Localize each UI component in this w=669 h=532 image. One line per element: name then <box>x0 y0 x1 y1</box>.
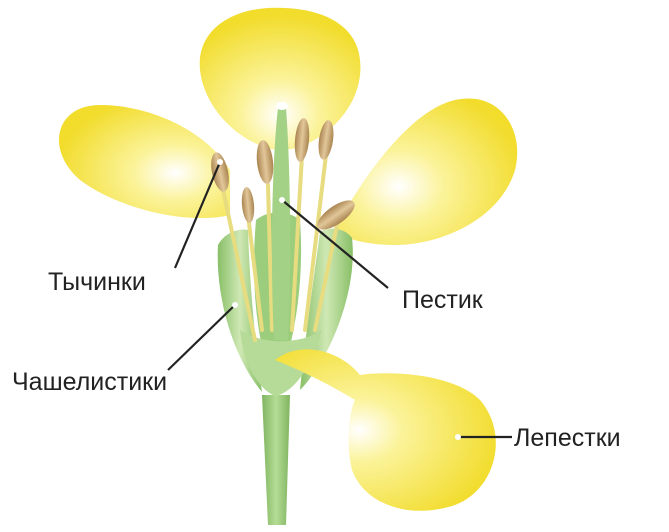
stamens-label: Тычинки <box>48 268 146 296</box>
sepals-label: Чашелистики <box>12 368 167 396</box>
petal-bottom <box>275 349 496 510</box>
pistil-stigma <box>276 102 288 110</box>
sepals-leader <box>168 305 235 370</box>
petals-label: Лепестки <box>514 424 621 452</box>
stem <box>262 395 290 525</box>
pistil-label: Пестик <box>402 286 484 314</box>
petal-right <box>335 98 517 245</box>
